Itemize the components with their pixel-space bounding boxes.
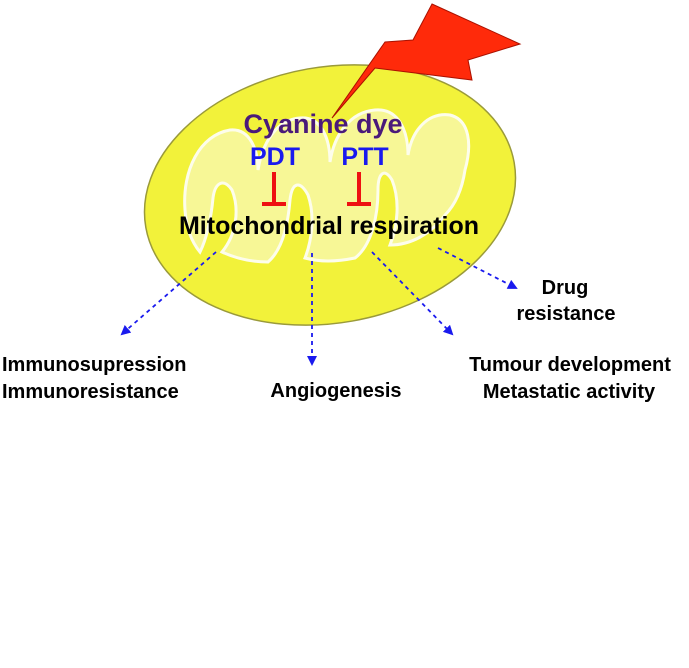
lightning-icon [331,3,522,119]
tumour-development-label: Tumour development [469,354,671,376]
metastatic-activity-label: Metastatic activity [483,381,656,403]
dye-label: Cyanine dye [243,109,402,139]
ptt-label: PTT [341,143,388,171]
pdt-label: PDT [250,143,300,171]
pdt-inhibition-symbol [262,172,286,206]
immunoresistance-label: Immunoresistance [2,381,179,403]
resistance-label: resistance [517,303,616,325]
immunosupression-label: Immunosupression [2,354,186,376]
respiration-label: Mitochondrial respiration [179,212,479,240]
mitochondrion-icon [143,64,517,326]
arrow-to-drug-resistance [437,247,518,289]
arrow-to-tumour [371,251,454,336]
drug-label: Drug [542,277,589,299]
angiogenesis-label: Angiogenesis [270,380,401,402]
ptt-inhibition-symbol [347,172,371,206]
cristae [183,108,471,264]
